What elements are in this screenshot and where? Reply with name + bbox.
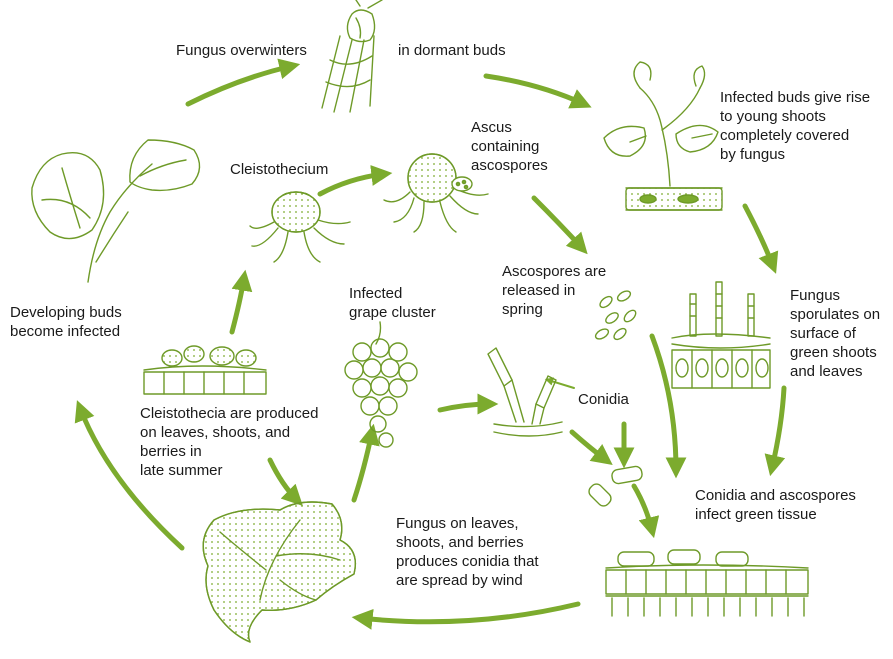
label-ascus: Ascus containing ascospores (471, 118, 548, 175)
arrow-conidia-pointer (548, 380, 574, 388)
label-cleistothecium: Cleistothecium (230, 160, 328, 179)
arrow-to-conidia (572, 432, 606, 460)
infected-leaf (203, 502, 355, 642)
label-fungus-sporulates: Fungus sporulates on surface of green sh… (790, 286, 880, 381)
label-cleistothecia-produced: Cleistothecia are produced on leaves, sh… (140, 404, 318, 480)
arrow-grape-to-conidia (440, 404, 490, 410)
grape-cluster (345, 322, 417, 447)
arrow-to-tissue (634, 486, 652, 530)
germinating-conidia (488, 348, 562, 436)
cleistothecium (250, 192, 350, 262)
label-dormant-buds: in dormant buds (398, 41, 506, 60)
grape-leaf-shoot (32, 140, 200, 282)
dormant-bud (322, 0, 382, 112)
arrow-to-ascospores (534, 198, 582, 248)
arrow-to-leaf (360, 604, 578, 622)
label-ascospores-released: Ascospores are released in spring (502, 262, 606, 319)
arrow-to-sporulation (745, 206, 773, 266)
infected-tissue-section (606, 550, 808, 616)
young-shoot (604, 62, 722, 210)
label-fungus-overwinters: Fungus overwinters (176, 41, 307, 60)
arrow-to-infected-buds (486, 76, 584, 104)
arrow-to-grape (354, 432, 372, 500)
label-infected-buds: Infected buds give rise to young shoots … (720, 88, 870, 164)
label-infected-grape: Infected grape cluster (349, 284, 436, 322)
label-conidia: Conidia (578, 390, 629, 409)
label-conidia-ascospores-infect: Conidia and ascospores infect green tiss… (695, 486, 856, 524)
arrow-to-infection (772, 388, 784, 468)
label-developing-buds: Developing buds become infected (10, 303, 122, 341)
arrow-to-cleistothecium (232, 278, 244, 332)
arrow-to-ascus (320, 174, 384, 194)
sporulating-hyphae (672, 282, 770, 388)
label-fungus-produces-conidia: Fungus on leaves, shoots, and berries pr… (396, 514, 539, 590)
leaf-tissue-cleistothecia (144, 346, 266, 394)
arrow-to-overwinter (188, 66, 292, 104)
